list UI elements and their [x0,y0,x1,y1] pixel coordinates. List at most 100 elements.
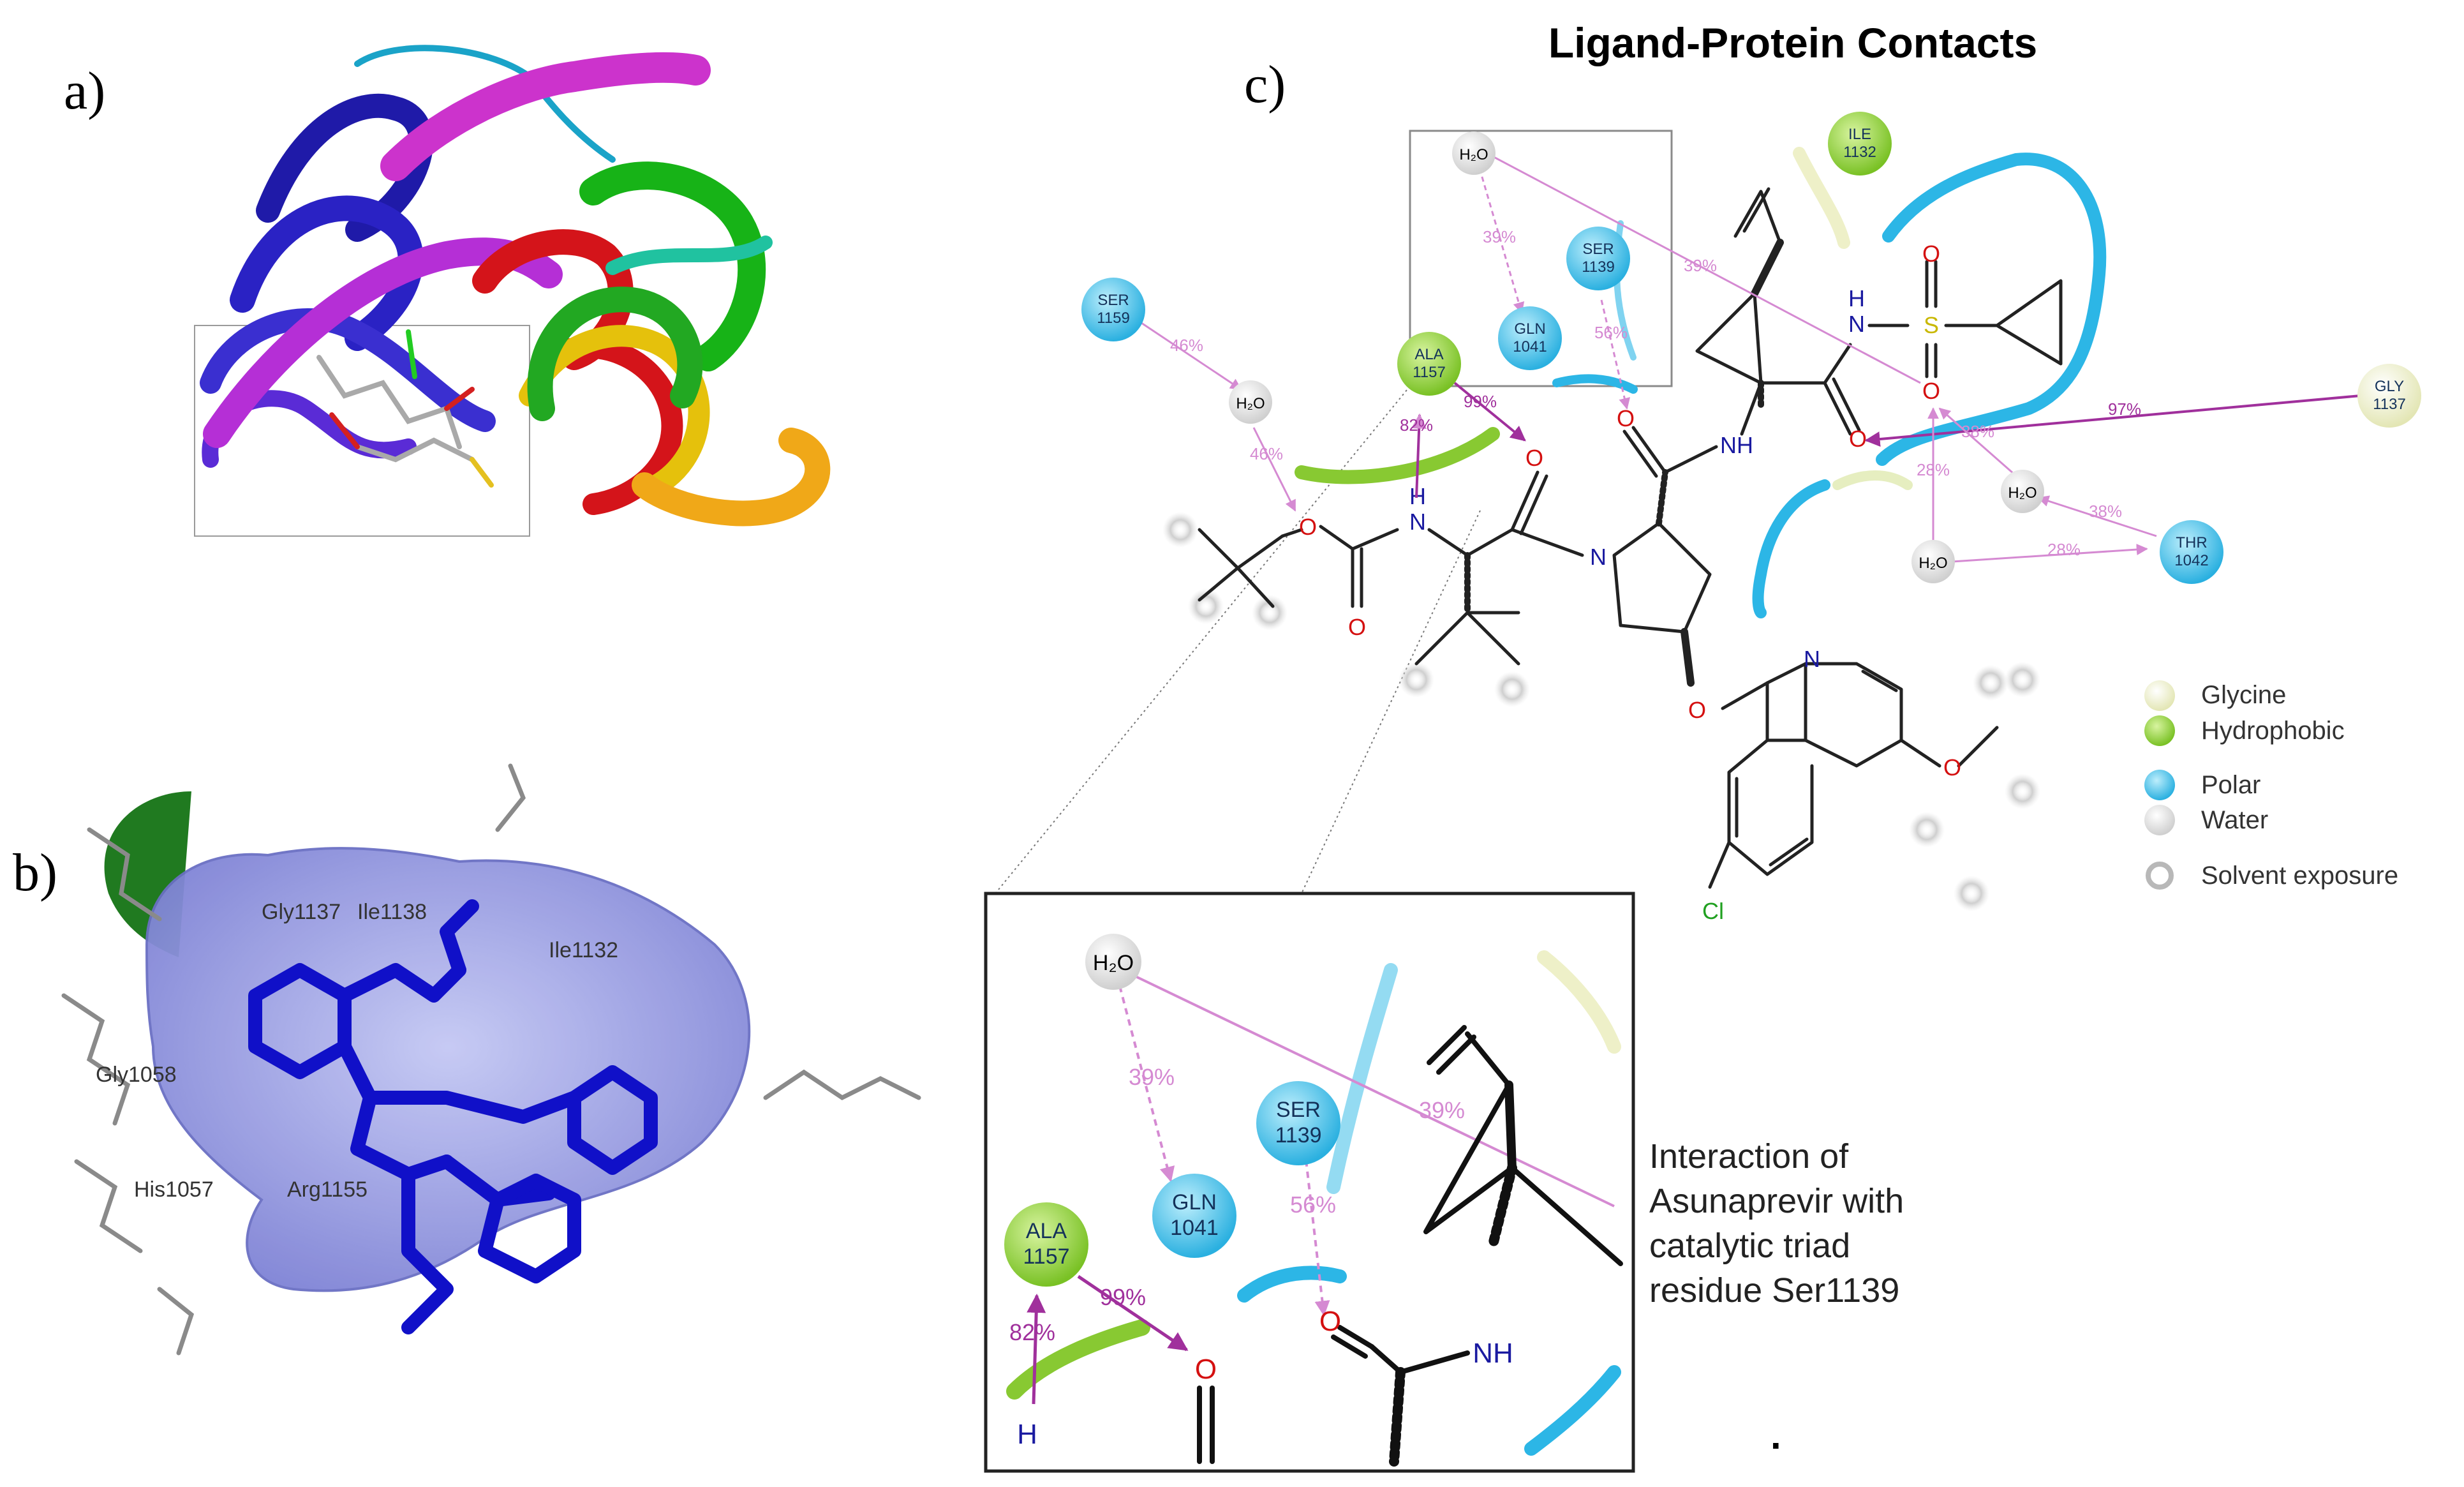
atom-o-so2-bottom: O [1922,378,1940,404]
panel-b-label: b) [13,843,57,902]
pocket-curves [1295,147,2107,618]
inset-atom-nh: NH [1473,1338,1513,1369]
svg-text:THR: THR [2176,534,2207,551]
residue-label-ile1138: Ile1138 [357,900,427,924]
pct-w-so2-b: 28% [1917,460,1950,479]
svg-text:SER: SER [1276,1098,1321,1122]
legend-item-glycine: Glycine [2144,680,2286,711]
residue-gly1137: GLY 1137 [2357,364,2421,428]
svg-text:residue Ser1139: residue Ser1139 [1649,1271,1899,1310]
inset-pct-ala-nh: 82% [1009,1319,1055,1345]
inset-ligand-skeleton [1197,1025,1623,1467]
svg-text:Hydrophobic: Hydrophobic [2201,717,2345,745]
residue-nodes: SER 1159 ALA 1157 GLN 1041 SER 1139 ILE [1081,112,2421,584]
svg-text:SER: SER [1582,241,1614,258]
residue-label-gly1137: Gly1137 [262,900,341,924]
svg-text:catalytic triad: catalytic triad [1649,1227,1850,1265]
pct-w-so2-a: 38% [1961,422,1994,441]
atom-o-amide2: O [1617,405,1635,431]
svg-text:1159: 1159 [1097,310,1130,327]
atom-o-acyl: O [1849,426,1867,452]
panel-c: c) Ligand-Protein Contacts [984,19,2421,1473]
legend-item-water: Water [2144,805,2268,835]
atom-n-quinoline: N [1804,646,1820,672]
panel-a: a) [64,45,831,537]
inset-atom-o-amide: O [1319,1306,1341,1337]
panel-c-label: c) [1244,55,1286,114]
svg-text:H₂O: H₂O [1093,951,1134,975]
atom-o-amide: O [1525,445,1543,471]
legend-item-hydrophobic: Hydrophobic [2144,715,2345,746]
interaction-lines [1135,152,2361,563]
inset-residue-ser1139: SER 1139 [1256,1081,1340,1165]
atom-n-carbamate: N [1409,509,1426,535]
stray-dot: . [1770,1414,1781,1457]
inset-pct-w-gln: 39% [1129,1064,1175,1090]
svg-text:1041: 1041 [1513,338,1547,355]
residue-thr1042: THR 1042 [2160,520,2223,584]
svg-text:1042: 1042 [2174,552,2208,569]
inset-pct-ser1139-o: 56% [1290,1192,1336,1218]
ligand-atoms: O O H N O N O NH O N O Cl O H N S O O [1299,241,1961,924]
svg-text:GLN: GLN [1172,1190,1217,1214]
atom-o-ester: O [1299,514,1317,540]
diagram-title: Ligand-Protein Contacts [1548,19,2037,66]
residue-ser1139: SER 1139 [1566,227,1630,290]
residue-gln1041: GLN 1041 [1498,306,1562,370]
inset-pct-w-long: 39% [1419,1097,1465,1123]
water-label-right-bottom: H₂O [1919,555,1947,572]
inset-atoms: O NH O H [1017,1306,1513,1450]
svg-text:Glycine: Glycine [2201,681,2286,709]
inset-nodes: H₂O GLN 1041 SER 1139 ALA 1157 [1004,934,1340,1287]
protein-ribbon [200,45,831,527]
atom-n-pyrrolidine: N [1590,544,1607,570]
svg-text:Asunaprevir with: Asunaprevir with [1649,1182,1904,1220]
atom-nh-amide: NH [1720,432,1753,458]
residue-ile1132: ILE 1132 [1828,112,1892,176]
svg-text:1139: 1139 [1582,258,1615,276]
residue-sticks [61,763,921,1356]
svg-text:ILE: ILE [1848,126,1871,143]
svg-text:SER: SER [1097,292,1129,309]
pct-thr-w: 38% [2089,502,2122,521]
pct-w-top-gln: 39% [1483,227,1516,246]
residue-label-ile1132: Ile1132 [549,938,618,962]
svg-text:ALA: ALA [1026,1219,1067,1243]
pct-w-top-long: 39% [1684,256,1717,275]
inset-residue-gln1041: GLN 1041 [1152,1174,1236,1258]
residue-ala1157: ALA 1157 [1397,332,1461,396]
ligand-skeleton [1198,187,2063,889]
panel-b-residue-labels: Gly1137 Ile1132 Gly1058 His1057 Arg1155 … [96,900,618,1202]
zoom-box [1409,130,1673,387]
inset-water: H₂O [1085,934,1141,990]
svg-text:1041: 1041 [1170,1216,1219,1240]
residue-label-arg1155: Arg1155 [287,1177,367,1202]
inset-interaction-labels: 39% 39% 56% 82% 99% [1009,1064,1465,1345]
pct-ser1159-w: 46% [1170,336,1203,355]
panel-a-label: a) [64,61,105,121]
svg-text:1139: 1139 [1275,1123,1321,1147]
binding-surface [145,847,751,1292]
svg-text:1137: 1137 [2373,396,2406,413]
legend-item-solvent-exposure: Solvent exposure [2146,862,2398,890]
inset-atom-o-carbonyl: O [1195,1354,1217,1385]
pct-thr-w2: 28% [2047,540,2081,559]
residue-label-gly1058: Gly1058 [96,1063,177,1087]
ligand-blue [248,899,658,1334]
water-label-left: H₂O [1236,395,1265,412]
inset-pocket-curves [1006,950,1621,1456]
solvent-halos [1162,512,2040,911]
residue-label-his1057: His1057 [134,1177,214,1202]
svg-text:Interaction of: Interaction of [1649,1137,1849,1176]
legend: Glycine Hydrophobic Polar Water Solvent … [2144,680,2398,890]
svg-text:1157: 1157 [1413,364,1446,381]
svg-text:GLY: GLY [2375,378,2404,395]
inset-interaction-lines [1027,975,1615,1405]
svg-text:Solvent exposure: Solvent exposure [2201,862,2398,890]
zoom-connector-right [1301,510,1481,894]
inset-pct-ala-o: 99% [1100,1284,1146,1310]
panel-a-zoom-box [194,325,530,537]
atom-o-carbamate: O [1348,614,1366,640]
atom-o-ether: O [1688,697,1706,723]
